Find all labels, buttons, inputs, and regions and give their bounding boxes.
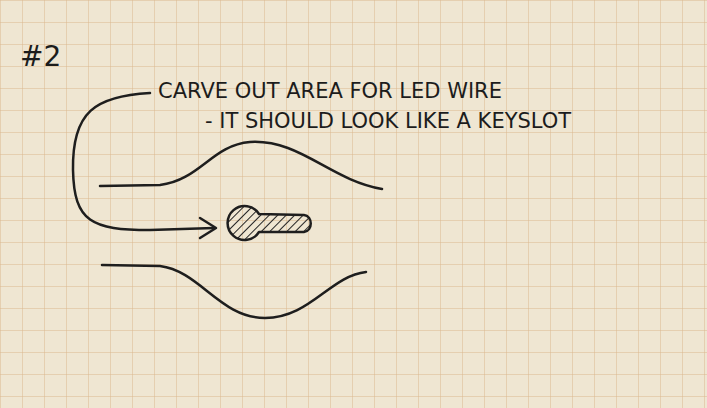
upper-outline — [100, 142, 382, 189]
step-number: #2 — [20, 42, 61, 73]
note-text: - IT SHOULD LOOK LIKE A KEYSLOT — [205, 110, 571, 133]
keyslot — [228, 206, 311, 240]
arrow-head — [200, 218, 216, 238]
lower-outline — [102, 265, 366, 318]
note-text: CARVE OUT AREA FOR LED WIRE — [158, 80, 502, 103]
leader-arrow — [73, 93, 214, 230]
